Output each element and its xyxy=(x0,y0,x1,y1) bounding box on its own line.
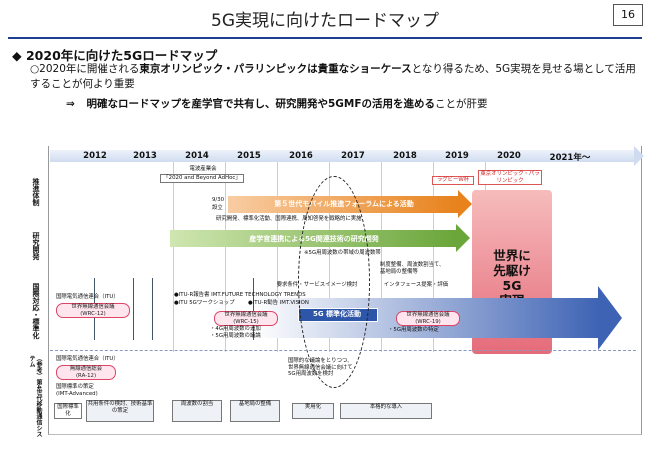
tokyo-olympics: 東京オリンピック・パラリンピック xyxy=(478,170,542,185)
row-label-reference: （参考）第4世代移動通信システム xyxy=(28,355,42,438)
wrc12-title: 世界無線通信会議 xyxy=(71,304,115,310)
summary-text-a: ○2020年に開催される xyxy=(30,63,140,75)
year-2012: 2012 xyxy=(83,151,107,161)
section-heading: ◆ 2020年に向けた5Gロードマップ xyxy=(12,45,217,64)
arrow-icon: ⇒ xyxy=(66,98,75,110)
imt-standard-title: 国際標準の策定 xyxy=(56,384,94,390)
year-2014: 2014 xyxy=(185,151,209,161)
itu-r-report: ●ITU-R報告書 IMT.FUTURE TECHNOLOGY TRENDS xyxy=(174,292,306,298)
forum-bar-head xyxy=(458,190,472,218)
itu-label: 国際電気通信連合（ITU） xyxy=(56,294,119,300)
wrc15-sub: (WRC-15) xyxy=(233,318,259,325)
highlight-ellipse xyxy=(298,176,370,388)
itu-vision: ●ITU-R勧告 IMT.VISION xyxy=(248,300,309,306)
ra12-pill: 無線通信総会 (RA-12) xyxy=(56,365,116,380)
conclusion-tail: ことが肝要 xyxy=(435,98,488,110)
page-number: 16 xyxy=(613,4,643,26)
year-2021-plus: 2021年～ xyxy=(549,153,591,163)
wrc12-sub: (WRC-12) xyxy=(80,310,106,317)
conclusion-bold: 明確なロードマップを産学官で共有し、研究開発や5GMFの活用を進める xyxy=(86,98,436,110)
roadmap-frame xyxy=(48,146,642,435)
forum-description: 研究開発、標準化活動、国際連携、周知啓発を戦略的に実施 xyxy=(216,216,362,222)
ref-step-5: 実用化 xyxy=(292,403,334,419)
wrc19-title: 世界無線通信会議 xyxy=(406,312,450,318)
year-2013: 2013 xyxy=(133,151,157,161)
year-2020: 2020 xyxy=(497,151,521,161)
wrc15-note-1: ・4G用周波数の追加 xyxy=(210,326,261,332)
year-2016: 2016 xyxy=(289,151,313,161)
base-station-policy: 基地局の整備等 xyxy=(380,269,418,275)
wrc12-pill: 世界無線通信会議 (WRC-12) xyxy=(56,303,130,318)
year-2019: 2019 xyxy=(445,151,469,161)
year-axis-arrow xyxy=(50,150,636,162)
ref-step-2: 共用条件の検討、技術基準の策定 xyxy=(86,400,154,422)
year-axis-head xyxy=(634,146,644,166)
itu-workshop: ●ITU 5Gワークショップ xyxy=(174,300,235,306)
year-2015: 2015 xyxy=(237,151,261,161)
wrc19-pill: 世界無線通信会議 (WRC-19) xyxy=(396,311,460,326)
conclusion-line: ⇒ 明確なロードマップを産学官で共有し、研究開発や5GMFの活用を進めることが肝… xyxy=(66,96,488,111)
ref-step-4: 基地局の整備 xyxy=(230,400,280,422)
row-label-promotion: 推進体制 xyxy=(32,178,40,206)
council-label: 電波産業会 xyxy=(189,166,217,172)
black-diamond-icon: ◆ xyxy=(12,48,22,63)
title-underline xyxy=(8,37,642,39)
ref-step-6: 本格的な導入 xyxy=(340,403,432,419)
row-label-research: 研究開発 xyxy=(32,232,40,260)
section-divider xyxy=(50,350,636,351)
wrc15-title: 世界無線通信会議 xyxy=(224,312,268,318)
imt-standard-sub: (IMT-Advanced) xyxy=(56,390,98,397)
ref-step-3: 周波数の割当 xyxy=(172,400,222,422)
realization-line-1: 世界に xyxy=(493,248,531,263)
wrc19-note: ・5G用周波数の特定 xyxy=(388,327,439,333)
interface-proposal: インタフェース提案・評価 xyxy=(383,282,449,288)
standardization-arrow-head xyxy=(598,286,622,350)
page-title: 5G実現に向けたロードマップ xyxy=(211,11,439,31)
imt-standard: 国際標準の策定 (IMT-Advanced) xyxy=(56,384,146,397)
council-report: 「2020 and Beyond AdHoc」 xyxy=(160,174,244,183)
wrc15-markers xyxy=(152,278,254,340)
forum-date: 9/30 xyxy=(212,197,225,203)
year-2017: 2017 xyxy=(341,151,365,161)
future-note-3: 5G用周波数を検討 xyxy=(288,371,334,377)
spectrum-policy: 制度整備、周波数割当て、 xyxy=(380,262,445,268)
wrc15-pill: 世界無線通信会議 (WRC-15) xyxy=(214,311,278,326)
ref-step-1: 国際標準化 xyxy=(54,403,82,419)
summary-text-c: となり得るため、5G実現を見せる場として活用することが何より重要 xyxy=(30,63,636,90)
year-2018: 2018 xyxy=(393,151,417,161)
realization-line-2: 先駆け xyxy=(493,263,531,278)
ra12-title: 無線通信総会 xyxy=(69,366,103,372)
realization-line-3: 5G xyxy=(502,278,522,293)
forum-setup: 設立 xyxy=(212,205,223,211)
wrc19-sub: (WRC-19) xyxy=(415,318,441,325)
research-bar-head xyxy=(456,224,470,252)
summary-paragraph: ○2020年に開催される東京オリンピック・パラリンピックは貴重なショーケースとな… xyxy=(30,62,642,92)
rugby-world-cup: ラグビーW杯 xyxy=(432,176,474,185)
ref-itu-label: 国際電気通信連合（ITU） xyxy=(56,356,119,362)
row-label-international: 国際対応・標準化 xyxy=(32,283,40,339)
ra12-sub: (RA-12) xyxy=(75,372,97,379)
section-heading-text: 2020年に向けた5Gロードマップ xyxy=(25,48,218,63)
summary-text-b: 東京オリンピック・パラリンピックは貴重なショーケース xyxy=(139,63,412,75)
wrc15-note-2: ・5G用周波数の議論 xyxy=(210,333,261,339)
